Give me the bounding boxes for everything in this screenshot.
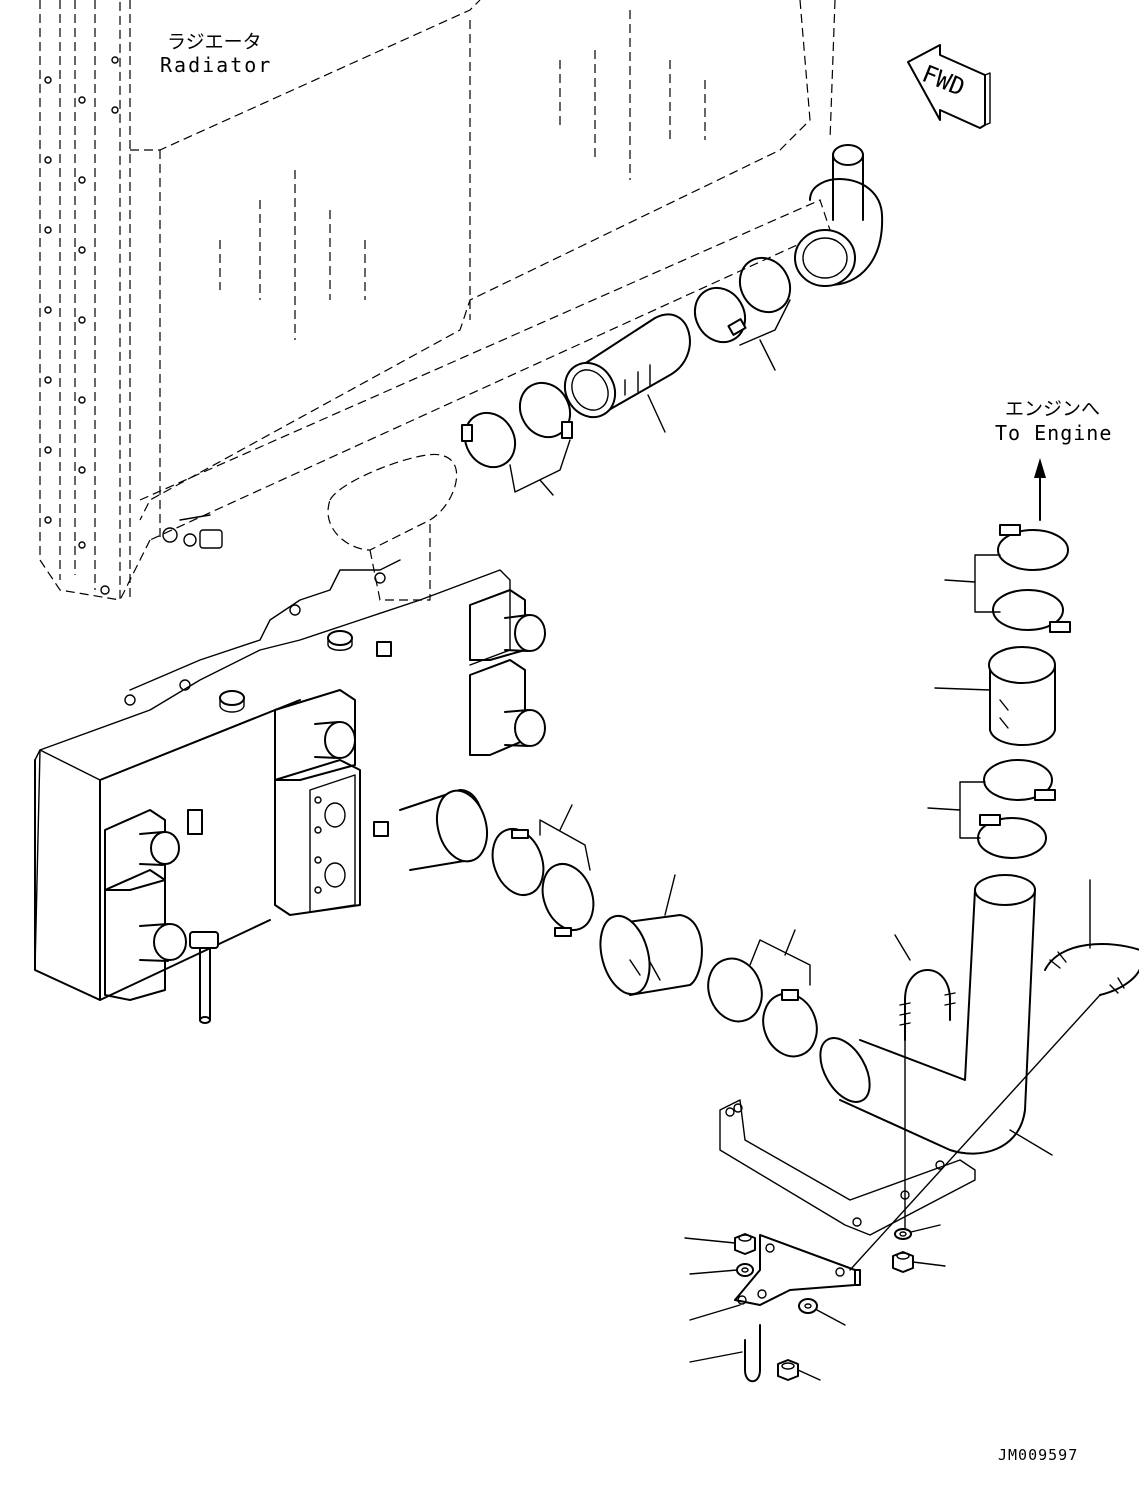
lower-hose-clamps xyxy=(491,804,595,937)
bent-tube xyxy=(819,874,1053,1156)
lower-hose xyxy=(599,874,703,996)
radiator-label-jp: ラジエータ xyxy=(167,31,262,53)
drawing-id: JM009597 xyxy=(998,1446,1078,1464)
aftercooler xyxy=(34,453,546,1024)
radiator-label-en: Radiator xyxy=(160,53,272,77)
nuts xyxy=(684,1233,946,1381)
bracket xyxy=(689,1234,861,1321)
u-bolt xyxy=(894,934,956,1231)
engine-hose xyxy=(934,646,1056,746)
arrow-head-icon xyxy=(1034,458,1046,478)
to-engine-label-jp: エンジンへ xyxy=(1005,398,1100,420)
upper-hose-clamps-2 xyxy=(461,381,573,496)
lower-hose-clamps-2 xyxy=(707,929,818,1058)
engine-hose-clamps-2 xyxy=(927,759,1056,859)
fwd-arrow-icon: FWD xyxy=(907,44,991,129)
engine-hose-clamps xyxy=(944,524,1071,633)
u-bolt-small xyxy=(689,1324,761,1383)
u-bolt-2 xyxy=(849,879,1139,1271)
to-engine-label-en: To Engine xyxy=(995,421,1112,445)
mount-bracket xyxy=(719,1099,976,1236)
upper-hose-clamps xyxy=(693,256,792,371)
upper-hose xyxy=(563,313,691,433)
washers xyxy=(689,1224,941,1326)
radiator xyxy=(39,0,884,601)
